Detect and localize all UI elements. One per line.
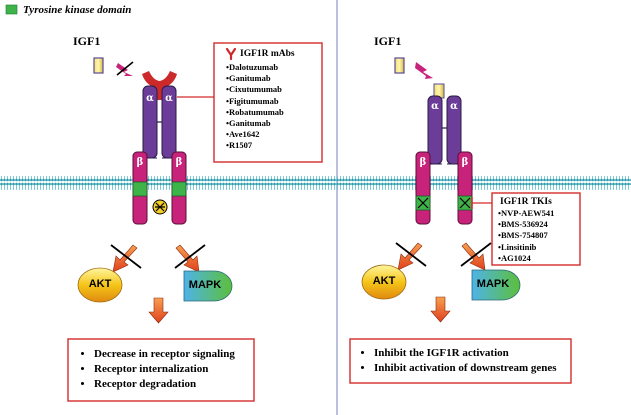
mabs-item: •Dalotuzumab bbox=[226, 62, 279, 72]
tki-item: •Linsitinib bbox=[498, 241, 537, 252]
left-outcome-item: Receptor internalization bbox=[94, 362, 235, 377]
left-beta-label-a: β bbox=[136, 157, 144, 168]
right-mapk-label: MAPK bbox=[476, 278, 510, 290]
left-outcome-item: Receptor degradation bbox=[94, 377, 235, 392]
mabs-item: •Robatumumab bbox=[226, 106, 284, 117]
left-alpha-label-b: α bbox=[165, 93, 173, 104]
left-akt-label: AKT bbox=[88, 278, 112, 290]
mabs-item: •R1507 bbox=[226, 140, 253, 151]
right-igf1-label: IGF1 bbox=[374, 34, 402, 48]
mabs-icon bbox=[225, 47, 237, 61]
right-igf1-ligand bbox=[394, 57, 405, 74]
tki-list: •NVP-AEW541 •BMS-536924 •BMS-754807 •Lin… bbox=[498, 208, 554, 264]
right-akt-arrow bbox=[397, 242, 423, 271]
mabs-item: •Ganitumab bbox=[226, 118, 271, 129]
right-beta-label-b: β bbox=[461, 157, 469, 168]
right-down-arrow bbox=[430, 296, 451, 323]
left-block-cross-a bbox=[116, 61, 134, 76]
tki-item: •BMS-536924 bbox=[498, 219, 548, 230]
right-akt-node bbox=[361, 264, 407, 300]
right-akt-label: AKT bbox=[372, 275, 396, 287]
right-ligand-arrow bbox=[415, 62, 433, 79]
tki-box-title: IGF1R TKIs bbox=[500, 197, 552, 207]
legend-swatch bbox=[5, 4, 18, 15]
tki-item: •AG1024 bbox=[498, 252, 531, 263]
left-mapk-label: MAPK bbox=[188, 279, 222, 291]
left-igf1-ligand bbox=[93, 57, 104, 74]
left-outcome-list: Decrease in receptor signaling Receptor … bbox=[80, 347, 235, 392]
cell-membrane bbox=[0, 176, 631, 190]
right-kinase-block-b bbox=[459, 197, 471, 209]
right-outcome-item: Inhibit activation of downstream genes bbox=[374, 361, 557, 376]
tki-box bbox=[491, 192, 581, 266]
left-alpha-label-a: α bbox=[146, 93, 154, 104]
legend-label: Tyrosine kinase domain bbox=[23, 4, 132, 16]
right-alpha-label-b: α bbox=[450, 101, 458, 112]
mabs-list: •Dalotuzumab •Ganitumab •Cixutumumab •Fi… bbox=[226, 62, 284, 152]
left-igf1-label: IGF1 bbox=[73, 34, 101, 48]
left-akt-arrow bbox=[112, 244, 138, 273]
tki-item: •NVP-AEW541 bbox=[498, 208, 555, 218]
left-down-arrow bbox=[148, 297, 169, 324]
right-alpha-label-a: α bbox=[431, 101, 439, 112]
right-outcome-box bbox=[349, 338, 572, 384]
left-akt-node bbox=[77, 267, 123, 303]
left-kinase-domain-a bbox=[132, 181, 148, 197]
left-kinase-domain-b bbox=[171, 181, 187, 197]
mabs-item: •Ave1642 bbox=[226, 129, 260, 140]
mabs-item: •Ganitumab bbox=[226, 73, 271, 84]
right-mapk-node bbox=[471, 269, 521, 301]
tki-item: •BMS-754807 bbox=[498, 230, 548, 241]
right-kinase-block-a bbox=[417, 197, 429, 209]
left-antibody bbox=[142, 71, 177, 100]
right-outcome-item: Inhibit the IGF1R activation bbox=[374, 346, 557, 361]
left-outcome-box bbox=[67, 338, 255, 402]
right-beta-label-a: β bbox=[419, 157, 427, 168]
mabs-box bbox=[213, 42, 323, 163]
left-mapk-node bbox=[183, 270, 233, 302]
right-outcome-list: Inhibit the IGF1R activation Inhibit act… bbox=[360, 346, 557, 376]
left-outcome-item: Decrease in receptor signaling bbox=[94, 347, 235, 362]
mabs-box-title: IGF1R mAbs bbox=[240, 49, 295, 59]
mabs-item: •Figitumumab bbox=[226, 95, 279, 106]
left-beta-label-b: β bbox=[175, 157, 183, 168]
mabs-item: •Cixutumumab bbox=[226, 84, 282, 95]
